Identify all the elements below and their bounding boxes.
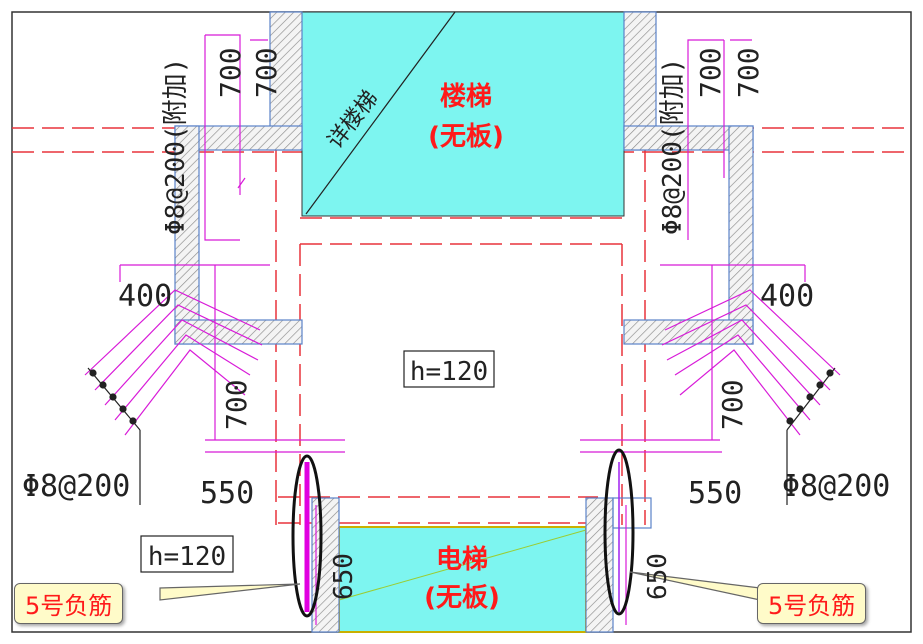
right-callout: 5号负筋: [757, 583, 867, 624]
right-bottom-rebar-label: Φ8@200: [782, 469, 890, 504]
dim-top-left-2: 700: [250, 47, 283, 98]
dim-right-550: 550: [688, 476, 742, 511]
left-callout-pointer: [159, 583, 301, 601]
elevator-void: [338, 526, 587, 633]
dim-right-400: 400: [760, 279, 814, 314]
center-thickness-box: [403, 350, 495, 388]
left-callout-text: 5号负筋: [25, 592, 113, 620]
dim-left-700: 700: [220, 379, 253, 430]
right-callout-text: 5号负筋: [768, 592, 856, 620]
dim-left-650: 650: [329, 553, 359, 600]
dim-top-right-1: 700: [694, 47, 727, 98]
left-bottom-rebar-label: Φ8@200: [22, 469, 130, 504]
left-vertical-rebar-label: Φ8@200(附加): [161, 58, 191, 235]
center-thickness-label: h=120: [410, 357, 488, 387]
left-highlight-ellipse: [291, 454, 323, 618]
right-highlight-ellipse: [603, 448, 635, 616]
left-thickness-box: [140, 535, 234, 573]
right-vertical-rebar-label: Φ8@200(附加): [658, 58, 688, 235]
elevator-diagonal: [338, 529, 587, 601]
stair-sub-label: (无板): [428, 122, 504, 152]
rebar-lines: [84, 34, 841, 625]
dim-left-550: 550: [200, 476, 254, 511]
dim-right-700: 700: [716, 379, 749, 430]
rebar-leaders: [87, 367, 836, 505]
dim-top-left-1: 700: [214, 47, 247, 98]
left-callout: 5号负筋: [14, 583, 124, 624]
elevator-sub-label: (无板): [424, 583, 500, 613]
stair-label: 楼梯: [440, 82, 492, 112]
dim-right-650: 650: [643, 553, 673, 600]
left-thickness-label: h=120: [148, 542, 226, 572]
dim-left-400: 400: [118, 279, 172, 314]
stair-diagonal: [305, 11, 456, 215]
elevator-label: 电梯: [436, 545, 488, 575]
stair-void: [301, 11, 625, 217]
dim-top-right-2: 700: [732, 47, 765, 98]
